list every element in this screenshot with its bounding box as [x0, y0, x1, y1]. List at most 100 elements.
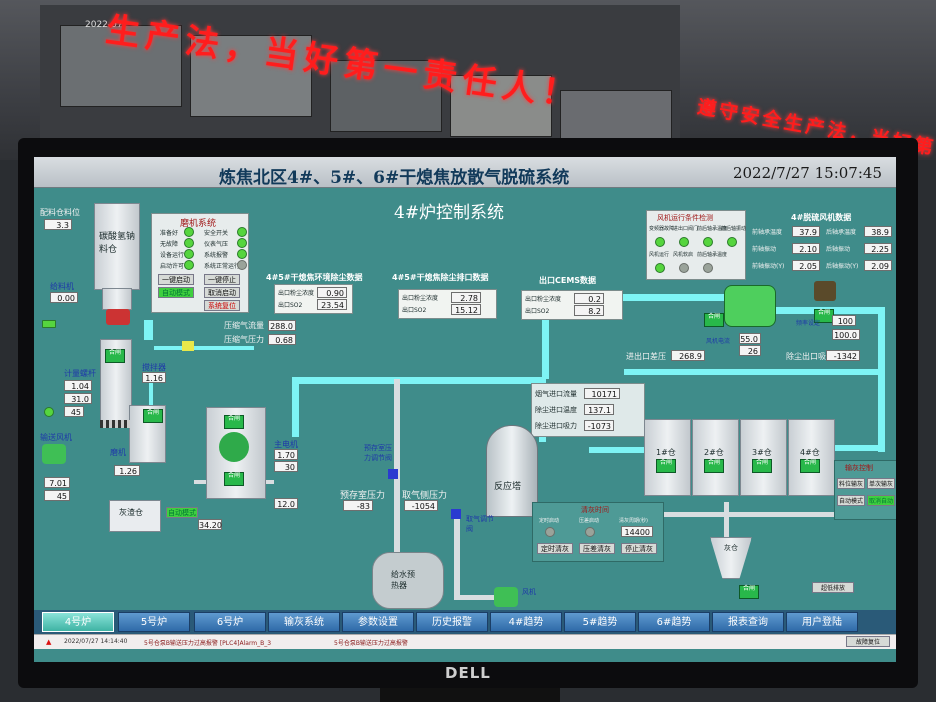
mill-auto-mode-button[interactable]: 自动模式: [158, 287, 194, 298]
fan-row-right-label: 后轴承温度: [826, 229, 857, 236]
pipe-ash: [647, 512, 847, 517]
tower-status-badge: 合闸: [105, 349, 125, 363]
filter-bin-label: 4#仓: [800, 448, 820, 457]
cleaning-timer-panel: 清灰时间 定时启动 压差启动 清灰周期(秒) 14400 定时清灰 压差清灰 停…: [532, 502, 664, 562]
fan-value-2: 45: [44, 490, 70, 501]
cancel-start-button[interactable]: 取消启动: [204, 287, 240, 298]
filter-bin-1: [644, 419, 691, 496]
fan-row-right-value: 2.09: [864, 260, 892, 271]
pre-valve-icon[interactable]: [388, 469, 398, 479]
alarm-text[interactable]: 5号仓泵B输送压力过高报警 [PLC4]Alarm_B_3: [144, 640, 272, 647]
nav-bar: 4号炉 5号炉 6号炉 输灰系统 参数设置 历史报警 4#趋势 5#趋势 6#趋…: [34, 610, 896, 634]
hmi-title: 炼焦北区4#、5#、6#干熄焦放散气脱硫系统: [219, 168, 570, 188]
level-ash-button[interactable]: 料位输灰: [837, 478, 865, 489]
status-light-icon: [237, 260, 247, 270]
exhaust-dust-label: 出口粉尘浓度: [402, 295, 439, 302]
timer-light-icon: [585, 527, 595, 537]
feed-preheater: [372, 552, 444, 609]
status-light-icon: [184, 238, 194, 248]
ultra-low-emission-button[interactable]: 超低排放: [812, 582, 854, 593]
reactor-tower: [486, 425, 538, 517]
system-reset-button[interactable]: 系统复位: [204, 300, 240, 311]
check-light-icon: [703, 263, 713, 273]
env-data-panel: 出口粉尘浓度 0.90 出口SO2 23.54: [274, 284, 353, 314]
cyclone-status-badge-2: 合闸: [224, 472, 244, 486]
dust-out-value: -1342: [826, 350, 860, 361]
env-dust-label: 出口粉尘浓度: [278, 290, 315, 297]
status-light-icon: [237, 249, 247, 259]
fan-current-label: 风机电流: [706, 338, 731, 345]
grinding-status-badge: 合闸: [143, 409, 163, 423]
cleaning-period-input[interactable]: 14400: [621, 526, 653, 537]
nav-furnace-6[interactable]: 6号炉: [194, 612, 266, 632]
mill-value: 1.26: [114, 465, 140, 476]
freq-set-input[interactable]: 100: [832, 315, 856, 326]
nav-login[interactable]: 用户登陆: [786, 612, 858, 632]
conveying-fan-label: 输送风机: [40, 433, 72, 442]
nav-alarm-history[interactable]: 历史报警: [416, 612, 488, 632]
ash-bin: [109, 500, 161, 532]
filter-bin-label: 1#仓: [656, 448, 676, 457]
one-key-stop-button[interactable]: 一键停止: [204, 274, 240, 285]
nav-furnace-5[interactable]: 5号炉: [118, 612, 190, 632]
env-data-title: 4#5#干熄焦环境除尘数据: [266, 273, 363, 282]
alarm-bell-icon: ▲: [46, 638, 52, 646]
gas-temp-label: 除尘进口温度: [535, 406, 577, 414]
video-tile: [450, 75, 552, 137]
nav-trend-4[interactable]: 4#趋势: [490, 612, 562, 632]
intake-valve-icon[interactable]: [451, 509, 461, 519]
timed-clean-button[interactable]: 定时清灰: [537, 543, 573, 554]
fan-row-right-value: 2.25: [864, 243, 892, 254]
nav-trend-5[interactable]: 5#趋势: [564, 612, 636, 632]
single-ash-button[interactable]: 单次输灰: [867, 478, 895, 489]
mill-status-alarm: 系统报警: [204, 252, 229, 259]
pipe: [624, 369, 884, 375]
auto-mode-button-left[interactable]: 自动模式: [166, 507, 198, 518]
timer-label: 清灰周期(秒): [619, 518, 648, 524]
fault-reset-button[interactable]: 故障复位: [846, 636, 890, 647]
fan-check-item: 变频器故障: [649, 226, 675, 232]
fan-check-item: 进出口阀门: [673, 226, 699, 232]
nav-ash-system[interactable]: 输灰系统: [268, 612, 340, 632]
mill-status-permit: 启动许可: [160, 263, 185, 270]
nav-trend-6[interactable]: 6#趋势: [638, 612, 710, 632]
fan-check-item: 前后轴振动: [721, 226, 747, 232]
ceiling: 2022-07 生产法，当好第一责任人！ 遵守安全生产法，当好第: [0, 0, 936, 160]
mill-system-panel: 磨机系统 准备好 无故障 设备运行 启动许可 安全开关 仪表气压 系统报警 系统…: [151, 213, 249, 313]
weigh-value-1: 1.04: [64, 380, 92, 391]
check-light-icon: [655, 263, 665, 273]
run-indicator-icon: [44, 407, 54, 417]
desulf-fan-icon[interactable]: [724, 285, 776, 327]
stop-clean-button[interactable]: 停止清灰: [621, 543, 657, 554]
ash-bin-label: 灰渣仓: [119, 508, 143, 517]
dust-out-label: 除尘出口吸力: [786, 352, 834, 361]
air-valve-icon[interactable]: [182, 341, 194, 351]
alarm-time: 2022/07/27 14:14:40: [64, 638, 128, 645]
aux-fan-icon[interactable]: [494, 587, 518, 607]
fan-row-right-label: 后轴振动: [826, 246, 851, 253]
nav-furnace-4[interactable]: 4号炉: [42, 612, 114, 632]
one-key-start-button[interactable]: 一键启动: [158, 274, 194, 285]
ash-auto-button[interactable]: 自动模式: [837, 495, 865, 506]
weigh-value-3: 45: [64, 406, 84, 417]
ash-cancel-auto-button[interactable]: 取消自动: [867, 495, 895, 506]
conveying-fan-icon[interactable]: [42, 444, 66, 464]
mill-status-ready: 准备好: [160, 230, 179, 237]
fan-valve-icon[interactable]: [814, 281, 836, 301]
pre-press-label: 预存室压力: [340, 491, 386, 501]
exhaust-so2-value: 15.12: [451, 304, 481, 315]
gas-temp-value: 137.1: [584, 404, 614, 415]
cems-so2-label: 出口SO2: [525, 308, 550, 315]
weigh-value-2: 31.0: [64, 393, 92, 404]
status-light-icon: [237, 227, 247, 237]
air-flow-label: 压缩气流量: [224, 321, 264, 330]
pre-press-value: -83: [343, 500, 373, 511]
fan-row-value: 37.9: [792, 226, 820, 237]
nav-parameters[interactable]: 参数设置: [342, 612, 414, 632]
video-tile: [190, 35, 312, 117]
check-light-icon: [679, 263, 689, 273]
nav-report[interactable]: 报表查询: [712, 612, 784, 632]
video-tile: [60, 25, 182, 107]
diffpress-clean-button[interactable]: 压差清灰: [579, 543, 615, 554]
freq-feedback-value: 100.0: [832, 329, 860, 340]
